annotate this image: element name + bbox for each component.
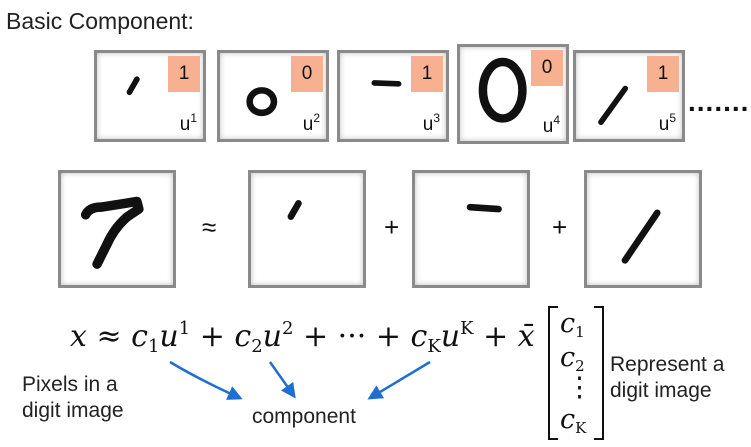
arrow-from-c1u1 [169, 360, 243, 400]
arrow-from-c2u2 [268, 361, 296, 399]
component-image-5: 1 u5 [573, 50, 685, 142]
component-label: component [252, 405, 356, 428]
digit-seven-image [58, 170, 176, 288]
decomposition-formula: x ≈ c1u1 + c2u2 + ··· + cKuK + x̄ [70, 318, 535, 357]
vector-element-c2: c2 [560, 342, 585, 375]
vector-vdots: ⋮ [566, 372, 593, 403]
component-label-badge: 1 [168, 56, 200, 92]
selected-component-3 [412, 170, 530, 288]
plus-symbol: + [384, 212, 400, 242]
component-label-badge: 0 [531, 50, 563, 86]
represent-note: Represent a digit image [610, 353, 725, 402]
component-u-label: u3 [422, 111, 440, 135]
coefficient-vector: c1 c2 ⋮ cK [548, 306, 604, 440]
component-label-badge: 1 [647, 56, 679, 92]
pixels-note: Pixels in a digit image [22, 373, 124, 422]
component-u-label: u1 [179, 111, 197, 135]
plus-symbol: + [552, 212, 568, 242]
arrow-from-ckuk [367, 360, 431, 400]
approx-symbol: ≈ [202, 212, 217, 242]
component-image-1: 1 u1 [94, 50, 206, 142]
component-u-label: u5 [658, 111, 676, 135]
left-bracket [548, 306, 558, 440]
component-label-badge: 1 [411, 56, 443, 92]
component-image-3: 1 u3 [337, 50, 449, 142]
vector-element-ck: cK [560, 404, 587, 437]
selected-component-5 [584, 170, 702, 288]
right-bracket [594, 306, 604, 440]
component-image-2: 0 u2 [217, 50, 329, 142]
vector-element-c1: c1 [560, 308, 585, 341]
component-u-label: u2 [302, 111, 320, 135]
page-title: Basic Component: [6, 8, 194, 34]
component-label-badge: 0 [291, 56, 323, 92]
component-image-4: 0 u4 [457, 44, 569, 144]
more-components-ellipsis: ....... [688, 86, 750, 117]
component-u-label: u4 [542, 113, 560, 137]
selected-component-1 [248, 170, 366, 288]
